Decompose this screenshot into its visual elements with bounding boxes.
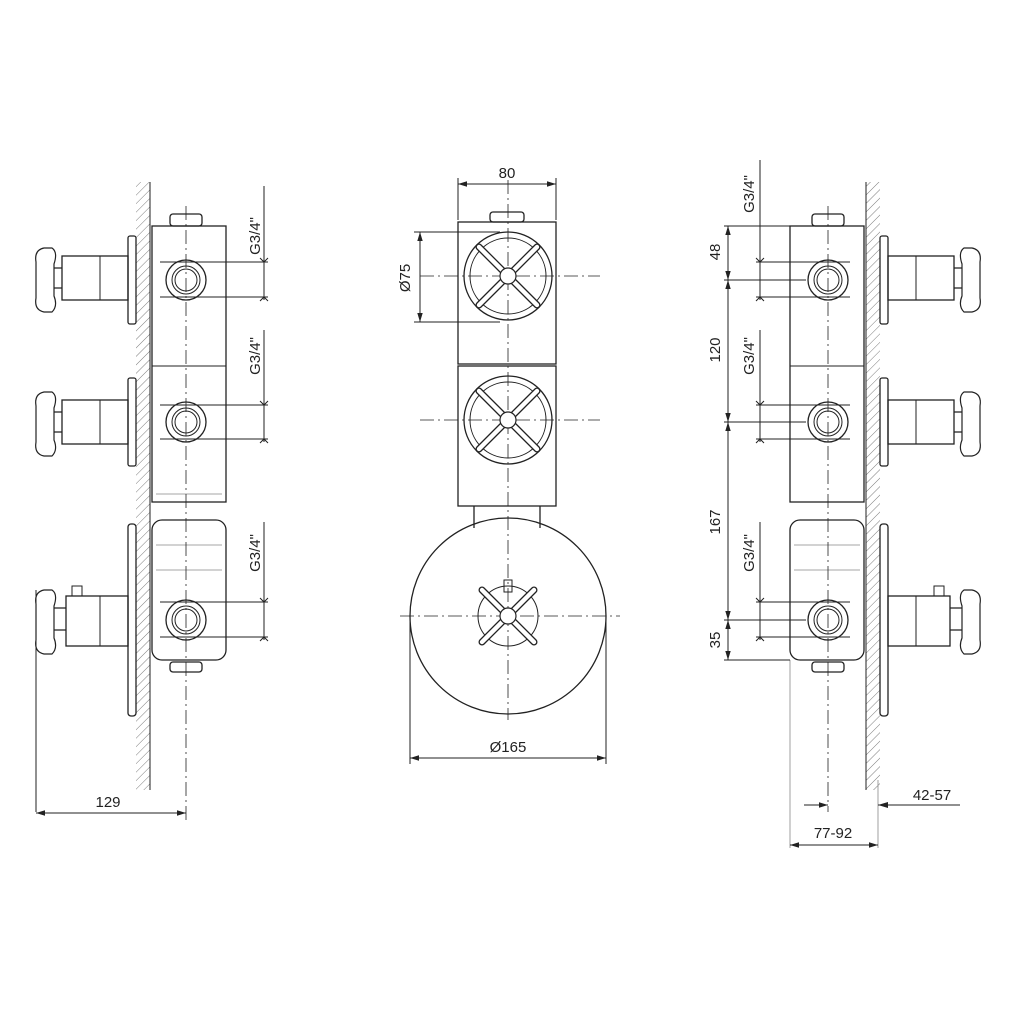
- thread-label-right-3: G3/4": [741, 534, 758, 572]
- middle-valve-block: [457, 365, 557, 507]
- rosette-right-2: [879, 377, 889, 467]
- dim-167-label: 167: [707, 509, 724, 534]
- left-side-view: G3/4" G3/4" G3/4" 129: [35, 182, 269, 820]
- thread-label-left-1: G3/4": [247, 217, 264, 255]
- port-right-3: [756, 599, 850, 641]
- wall-range-label: 42-57: [913, 787, 951, 804]
- right-side-view: G3/4" G3/4" G3/4" 48 120 167 35 42-57 77…: [707, 160, 981, 848]
- port-right-1: [756, 259, 850, 301]
- dim-48-label: 48: [707, 244, 724, 261]
- rosette-right-1: [879, 235, 889, 325]
- knob-diameter-label: Ø75: [397, 264, 414, 292]
- diverter-body-right: [789, 519, 865, 661]
- cross-knob-middle: [463, 375, 553, 465]
- port-left-3: [160, 599, 268, 641]
- thread-label-right-2: G3/4": [741, 337, 758, 375]
- cross-knob-top: [463, 231, 553, 321]
- plate-diameter-label: Ø165: [490, 739, 527, 756]
- port-right-2: [756, 401, 850, 443]
- port-left-1: [160, 259, 268, 301]
- wall-hatch-right: [866, 182, 880, 790]
- rosette-left-1: [127, 235, 137, 325]
- handle-right-1: [887, 247, 981, 313]
- dim-120-label: 120: [707, 337, 724, 362]
- cover-plate-left: [127, 523, 137, 717]
- valve-body-right: [789, 225, 865, 503]
- depth-label: 129: [95, 794, 120, 811]
- body-range-label: 77-92: [814, 825, 852, 842]
- handle-left-2: [35, 391, 129, 457]
- thread-label-left-3: G3/4": [247, 534, 264, 572]
- handle-left-1: [35, 247, 129, 313]
- cover-plate-right: [879, 523, 889, 717]
- thread-label-right-1: G3/4": [741, 175, 758, 213]
- handle-right-3: [887, 585, 981, 655]
- cross-knob-diverter: [477, 579, 539, 647]
- wall-hatch-left: [136, 182, 150, 790]
- valve-body-left: [151, 225, 227, 503]
- diverter-body-left: [151, 519, 227, 661]
- port-left-2: [160, 401, 268, 443]
- rosette-left-2: [127, 377, 137, 467]
- thread-label-left-2: G3/4": [247, 337, 264, 375]
- front-view: 80 Ø75 Ø165: [397, 165, 620, 764]
- dim-35-label: 35: [707, 632, 724, 649]
- handle-right-2: [887, 391, 981, 457]
- upper-valve-block: [457, 221, 557, 365]
- handle-left-3: [35, 585, 129, 812]
- width-label: 80: [499, 165, 516, 182]
